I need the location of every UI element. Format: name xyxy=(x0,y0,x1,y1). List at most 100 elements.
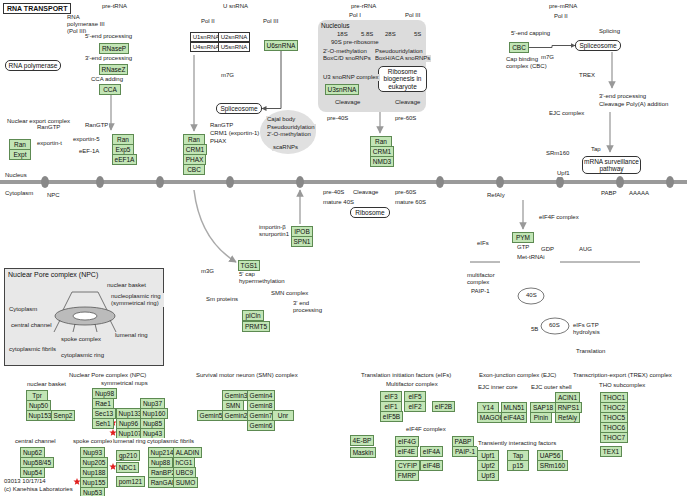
text-label: m7G xyxy=(220,72,235,79)
node-label: Nup58/45 xyxy=(23,459,51,466)
text-label: spoke complex xyxy=(72,438,114,445)
npc-inset-ground xyxy=(4,268,164,366)
node-label: Nup155 xyxy=(83,479,106,486)
node-label: RanBP2 xyxy=(151,469,175,476)
text-label: pre-40S xyxy=(326,115,349,122)
node-label: eIF2 xyxy=(408,403,421,410)
node-label: Nup133 xyxy=(119,410,142,417)
node-label: Spliceosome xyxy=(579,42,616,49)
gene-box: Gemin6 xyxy=(247,420,275,431)
rna-box: U5snRNA xyxy=(218,42,250,52)
node-label: U5snRNA xyxy=(221,44,248,51)
text-label: snurportin1 xyxy=(258,231,290,238)
node-label: eIF4B xyxy=(423,462,440,469)
node-label: TEX1 xyxy=(603,448,619,455)
node-label: Nup62 xyxy=(23,449,42,456)
gene-box: Senp2 xyxy=(51,410,75,421)
text-label: mature 60S xyxy=(394,199,427,206)
node-label: CBC xyxy=(512,44,526,51)
text-label: Pol II xyxy=(553,13,569,20)
text-label: SRm160 xyxy=(545,150,570,157)
text-label: exportin-t xyxy=(36,140,63,147)
text-label: lumenal ring xyxy=(112,438,147,445)
text-label: nucleoplasmic ring (symmetrical ring) xyxy=(110,293,164,307)
node-label: Ran xyxy=(375,138,387,145)
node-label: ALADIN xyxy=(176,449,199,456)
node-label: PABP xyxy=(455,438,472,445)
node-label: Expt xyxy=(13,151,26,158)
gene-box: Nup53 xyxy=(80,487,105,496)
node-label: THOC5 xyxy=(603,414,625,421)
text-label: Nucleus xyxy=(4,172,28,179)
text-label: eIFs GTP hydrolysis xyxy=(572,322,618,336)
text-label: 5'-end capping xyxy=(510,30,551,37)
node-label: U4snRNA xyxy=(193,44,220,51)
npc-illustration xyxy=(54,292,116,332)
node-label: eEF1A xyxy=(115,156,135,163)
gene-box: Unr xyxy=(272,410,294,421)
text-label: eIFs xyxy=(476,240,490,247)
node-label: Ran xyxy=(117,136,129,143)
gene-box: 4E-BP xyxy=(350,435,374,446)
text-label: Transcription-export (TREX) complex xyxy=(572,372,673,379)
node-label: CRM1 xyxy=(373,148,391,155)
text-label: eEF-1A xyxy=(78,148,100,155)
node-label: ACIN1 xyxy=(558,394,577,401)
node-label: Gemin3 xyxy=(225,392,248,399)
node-label: Gemin8 xyxy=(250,402,273,409)
pathway-link-box: Ribosome biogenesis in eukaryote xyxy=(378,66,427,92)
text-label: 60S xyxy=(548,322,561,329)
gene-box: eEF1A xyxy=(112,154,137,165)
node-label: SMN xyxy=(226,402,240,409)
gene-box: THOC7 xyxy=(600,432,628,443)
text-label: RNA polymerase III (Pol III) xyxy=(66,14,112,35)
node-label: Nup53 xyxy=(83,489,102,496)
node-label: Nup85 xyxy=(143,420,162,427)
node-label: CBC xyxy=(187,166,201,173)
text-label: pre-60S xyxy=(394,189,417,196)
text-label: Pol III xyxy=(262,18,279,25)
text-label: RanGTP xyxy=(84,122,109,129)
node-label: 4E-BP xyxy=(353,437,372,444)
node-label: Nup96 xyxy=(119,420,138,427)
text-label: Translation xyxy=(575,348,606,355)
text-label: GTP xyxy=(516,244,530,251)
gene-box: Seh1 xyxy=(92,418,114,429)
text-label: Upf1 xyxy=(556,170,571,177)
node-label: SRm160 xyxy=(540,462,565,469)
text-label: Cleavage Poly(A) addition xyxy=(598,101,669,108)
text-label: CCA adding xyxy=(90,76,124,83)
gene-box: eIF4A xyxy=(420,446,443,457)
pathway-link-box: RNA polymerase xyxy=(5,60,61,71)
node-label: Gemin5 xyxy=(200,412,223,419)
gene-box: Nup153 xyxy=(26,410,54,421)
text-label: Cleavage xyxy=(394,99,421,106)
node-label: FMRP xyxy=(398,472,416,479)
node-label: Ran xyxy=(188,136,200,143)
node-label: UAP56 xyxy=(540,452,561,459)
node-label: Nup107 xyxy=(119,430,142,437)
gene-box: U6snRNA xyxy=(264,40,298,51)
gene-box: RefAly xyxy=(555,412,580,423)
node-label: RNA polymerase xyxy=(9,62,58,69)
gene-box: TEX1 xyxy=(600,446,622,457)
node-label: eIF5B xyxy=(383,413,400,420)
disease-star xyxy=(73,419,116,485)
node-label: SPN1 xyxy=(294,238,311,245)
gene-box: eIF4E xyxy=(395,446,418,457)
text-label: Sm proteins xyxy=(205,296,239,303)
text-label: Cleavage xyxy=(352,189,379,196)
text-label: Translation initiation factors (eIFs) xyxy=(360,372,452,379)
text-label: pre-rRNA xyxy=(350,3,377,10)
node-label: Gemin2 xyxy=(225,412,248,419)
node-label: eIF4A3 xyxy=(504,414,525,421)
node-label: hCG1 xyxy=(176,459,193,466)
text-label: 40S xyxy=(525,292,538,299)
node-label: eIF2B xyxy=(435,403,452,410)
text-label: pre-40S xyxy=(322,189,345,196)
text-label: RanGTP xyxy=(209,122,234,129)
node-label: SUMO xyxy=(176,479,196,486)
text-label: Pol I xyxy=(348,12,362,19)
node-label: Rae1 xyxy=(95,400,111,407)
text-label: CRM1 (exportin-1) xyxy=(209,130,260,137)
